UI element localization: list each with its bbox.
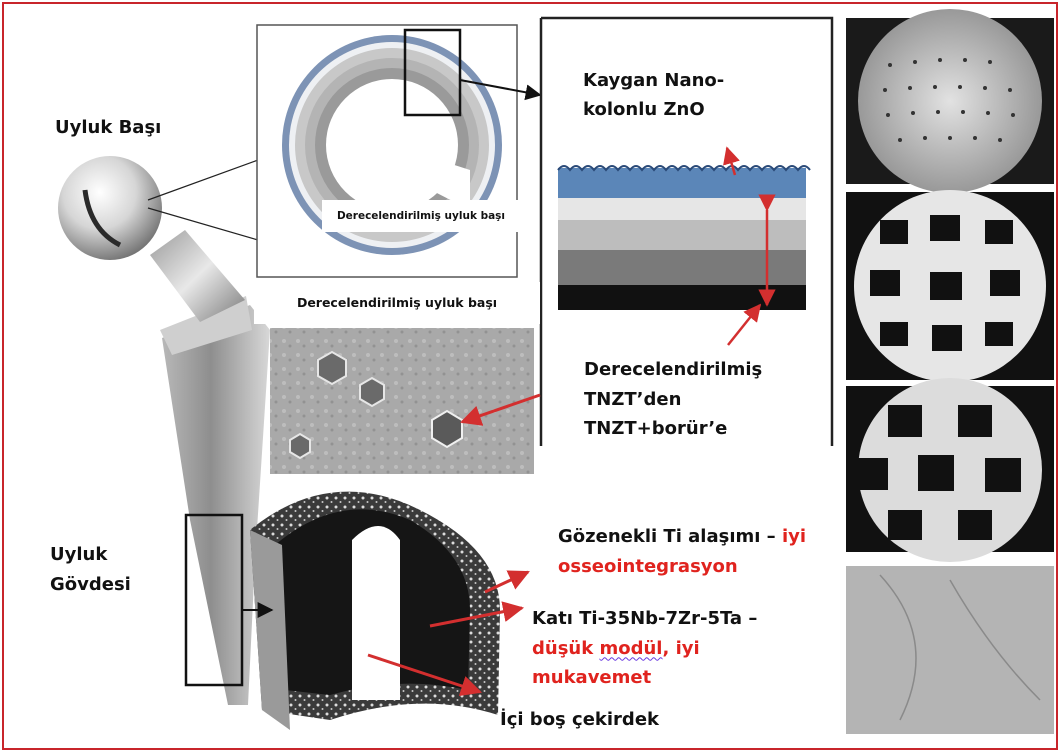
femoral-stem-line1: Uyluk <box>50 540 131 570</box>
solid-alloy-line2-modul: modül <box>599 638 662 659</box>
solid-alloy-line1: Katı Ti-35Nb-7Zr-5Ta – <box>532 604 757 634</box>
zno-label-line1: Kaygan Nano- <box>583 67 724 96</box>
solid-alloy-line2-a: düşük <box>532 638 599 659</box>
femoral-stem-line2: Gövdesi <box>50 570 131 600</box>
porous-ti-line1-red: iyi <box>782 526 806 547</box>
sem-images <box>846 9 1054 734</box>
graded-head-caption: Derecelendirilmiş uyluk başı <box>254 282 540 324</box>
zoom-lines <box>148 160 258 240</box>
solid-alloy-line3: mukavemet <box>532 663 757 693</box>
solid-alloy-line2-c: , iyi <box>662 638 699 659</box>
solid-alloy-label: Katı Ti-35Nb-7Zr-5Ta – düşük modül, iyi … <box>532 604 757 693</box>
graded-head-inner-label: Derecelendirilmiş uyluk başı <box>322 200 520 232</box>
tnzt-label: Derecelendirilmiş TNZT’den TNZT+borür’e <box>584 355 762 444</box>
zno-label-line2: kolonlu ZnO <box>583 96 724 125</box>
tnzt-label-line2: TNZT’den <box>584 385 762 415</box>
hollow-core-label: İçi boş çekirdek <box>500 706 659 733</box>
stem-cross-section <box>242 492 528 730</box>
tnzt-label-line3: TNZT+borür’e <box>584 414 762 444</box>
tnzt-micrograph <box>270 328 540 474</box>
tnzt-label-line1: Derecelendirilmiş <box>584 355 762 385</box>
zno-label: Kaygan Nano- kolonlu ZnO <box>583 67 724 125</box>
porous-ti-line2: osseointegrasyon <box>558 552 806 582</box>
femoral-head-label: Uyluk Başı <box>55 114 161 141</box>
hip-implant <box>58 156 270 705</box>
porous-ti-line1: Gözenekli Ti alaşımı – <box>558 526 782 547</box>
head-cross-section <box>257 25 540 277</box>
femoral-stem-label: Uyluk Gövdesi <box>50 540 131 599</box>
porous-ti-label: Gözenekli Ti alaşımı – iyi osseointegras… <box>558 522 806 581</box>
